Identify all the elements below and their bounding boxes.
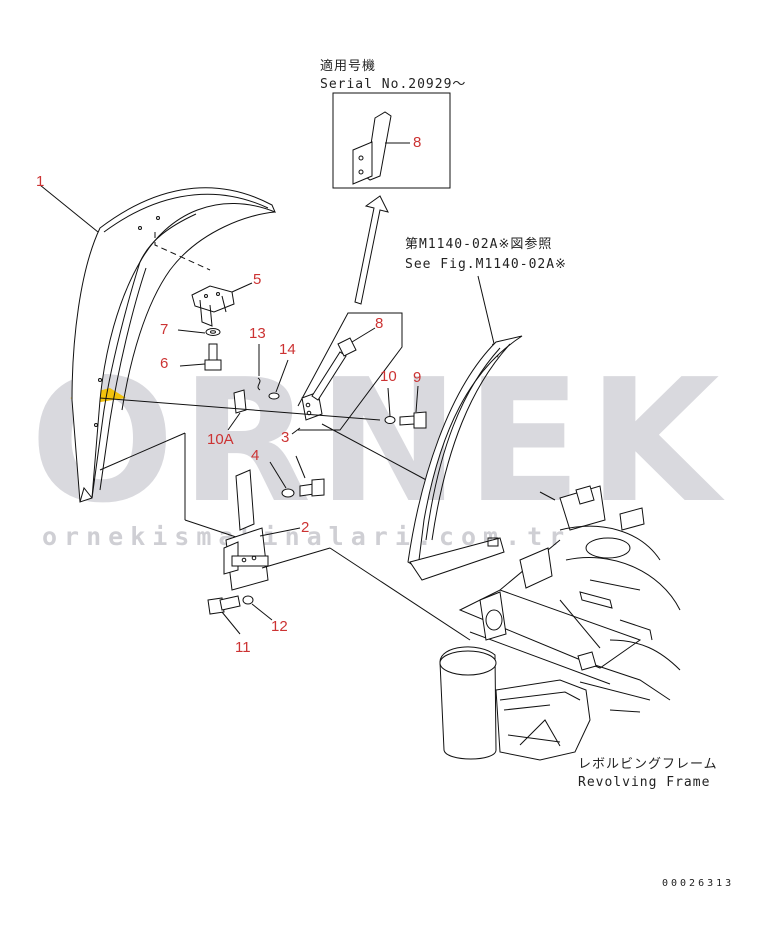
label-part-14: 14 [279, 341, 296, 358]
clip-part-10a: 10A [207, 389, 247, 448]
drawing-number: 00026313 [662, 878, 734, 889]
watermark: ORNEK ornekismakinalari.com.tr [30, 343, 726, 551]
bolt-part-4b [295, 455, 325, 497]
label-part-9: 9 [413, 369, 421, 386]
label-part-10a: 10A [207, 431, 234, 448]
label-part-7: 7 [160, 321, 168, 338]
assembly-line-3 [329, 547, 471, 641]
assembly-line-1 [99, 397, 381, 421]
label-part-5: 5 [253, 271, 261, 288]
label-part-2: 2 [301, 519, 309, 536]
inset-box [332, 92, 451, 189]
revolving-frame [439, 485, 681, 761]
inset-part-label: 8 [413, 134, 421, 151]
ref-note-jp: 第M1140-02A※図参照 [405, 236, 552, 252]
frame-note-jp: レボルビングフレーム [578, 757, 718, 772]
label-part-12: 12 [271, 618, 288, 635]
frame-note: レボルビングフレーム Revolving Frame [578, 757, 718, 790]
label-part-8: 8 [375, 315, 383, 332]
inset-serial: Serial No.20929～ [320, 77, 466, 92]
washer-part-7: 7 [160, 321, 221, 338]
bolt-part-6: 6 [160, 343, 222, 372]
label-part-13: 13 [249, 325, 266, 342]
up-arrow-icon [354, 195, 389, 305]
bolt-part-11: 11 [207, 595, 251, 656]
label-part-4: 4 [251, 447, 259, 464]
inset-jp-title: 適用号機 [320, 58, 376, 74]
mount-group: 2 [99, 432, 309, 591]
inset-bracket-plate [352, 141, 373, 185]
reference-note: 第M1140-02A※図参照 See Fig.M1140-02A※ [405, 236, 567, 358]
frame-note-en: Revolving Frame [578, 775, 710, 790]
assembly-line-2 [321, 423, 431, 483]
pin-part-13: 13 [249, 325, 266, 391]
stay-part-3-8: 8 3 [281, 312, 403, 446]
label-part-6: 6 [160, 355, 168, 372]
washer-part-14: 14 [268, 341, 296, 400]
fender-part-1: 1 [36, 173, 276, 503]
label-part-3: 3 [281, 429, 289, 446]
label-part-11: 11 [235, 639, 251, 656]
bolt-part-9: 9 [399, 369, 427, 429]
washer-part-12: 12 [242, 595, 288, 635]
washer-part-10: 10 [380, 368, 397, 424]
inset-panel: 適用号機 Serial No.20929～ 8 [320, 58, 466, 189]
seal-strip [407, 335, 523, 581]
bracket-part-5: 5 [191, 271, 261, 327]
ref-note-en: See Fig.M1140-02A※ [405, 257, 567, 272]
washer-part-4: 4 [251, 447, 295, 498]
watermark-brand: ORNEK [30, 343, 726, 541]
label-part-1: 1 [36, 173, 44, 190]
label-part-10: 10 [380, 368, 397, 385]
